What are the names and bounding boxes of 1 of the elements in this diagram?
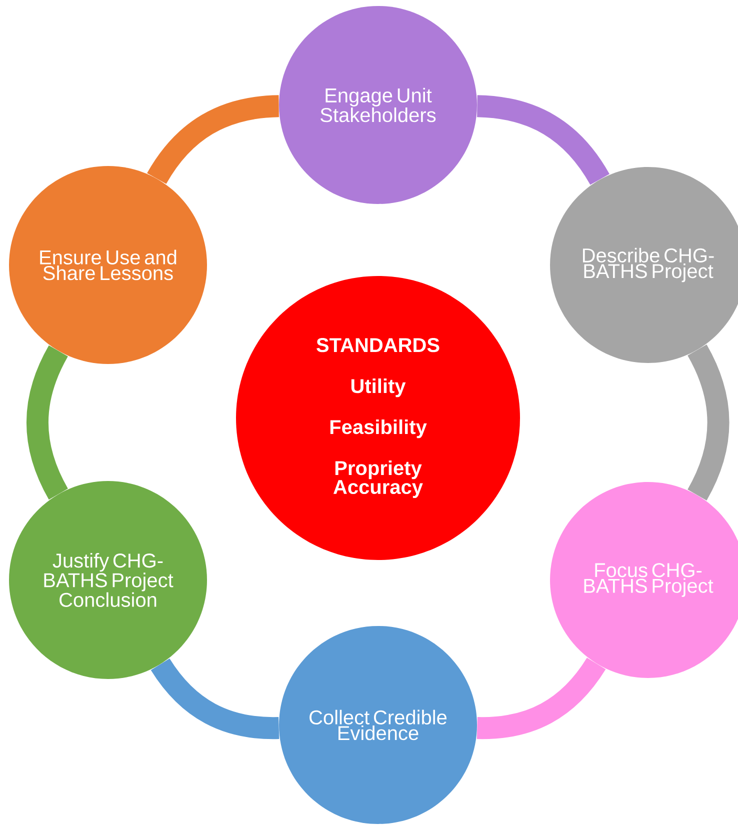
- ring-segment: [687, 344, 730, 500]
